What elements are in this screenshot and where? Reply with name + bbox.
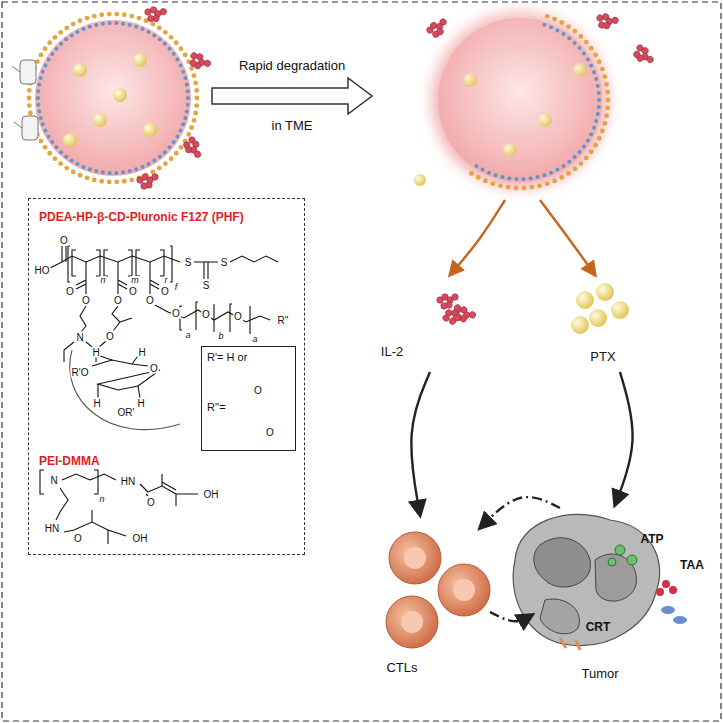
atom-label: O	[105, 331, 115, 342]
atom-label: O	[265, 427, 275, 438]
atom-label: n	[99, 276, 106, 286]
atom-label: HN	[44, 523, 60, 534]
flow-arrow	[450, 200, 505, 275]
il2-molecule	[425, 18, 450, 40]
atom-label: S	[184, 257, 193, 268]
atom-label: N	[49, 475, 58, 486]
atom-label: O	[73, 533, 83, 544]
figure-label: PTX	[590, 350, 615, 364]
atom-label: R'O	[71, 367, 90, 378]
tumor-tissue	[513, 514, 687, 650]
atom-label: O	[149, 363, 159, 374]
degradation-arrow	[212, 78, 372, 114]
il2-molecule	[137, 174, 158, 189]
il2-molecule	[182, 136, 201, 160]
ptx-drug	[611, 301, 629, 319]
flow-arrow	[490, 612, 532, 621]
atom-label: O	[81, 295, 91, 306]
figure-label: CRT	[586, 621, 611, 634]
substituent-text: R'= H or	[207, 351, 247, 364]
atom-label: O	[160, 286, 170, 297]
flow-arrow	[411, 372, 430, 515]
atom-label: m	[130, 276, 140, 286]
degraded-nanoparticle	[414, 12, 610, 190]
atom-label: OH	[203, 489, 220, 500]
atom-label: O	[113, 295, 123, 306]
flow-arrow	[540, 200, 595, 275]
atom-label: N	[75, 332, 84, 343]
atom-label: O	[146, 497, 156, 508]
atom-label: r	[164, 276, 169, 286]
atom-label: O	[253, 385, 263, 396]
figure-label: CTLs	[386, 661, 417, 675]
atom-label: O	[145, 295, 155, 306]
atom-label: O	[201, 309, 211, 320]
atom-label: O	[59, 235, 69, 246]
figure-label: ATP	[640, 533, 663, 546]
atom-label: O	[128, 286, 138, 297]
flow-arrow	[480, 497, 560, 528]
atom-label: OH	[132, 533, 149, 544]
atom-label: S	[202, 280, 211, 291]
ptx-drug	[571, 316, 589, 334]
atom-label: f	[174, 283, 179, 293]
figure-label: IL-2	[381, 345, 403, 359]
nanoparticle	[12, 12, 199, 185]
atom-label: H	[137, 347, 146, 358]
atom-label: H	[92, 398, 101, 409]
ptx-drug	[596, 283, 614, 301]
atom-label: n	[98, 495, 105, 505]
il2-molecule	[186, 49, 212, 75]
figure-label: Rapid degradation	[239, 59, 345, 73]
atom-label: a	[251, 335, 258, 345]
il2-molecule	[440, 304, 466, 328]
ptx-drug	[589, 309, 607, 327]
il2-molecule	[594, 11, 619, 33]
atom-label: OR'	[117, 407, 136, 418]
atom-label: O	[65, 286, 75, 297]
atom-label: HO	[34, 265, 51, 276]
polymer-name: PDEA-HP-β-CD-Pluronic F127 (PHF)	[39, 211, 244, 225]
atom-label: O	[233, 311, 243, 322]
flow-arrow	[615, 372, 633, 505]
ctl-cells	[386, 532, 490, 648]
atom-label: R''	[276, 315, 289, 326]
figure-label: in TME	[272, 119, 313, 133]
atom-label: b	[217, 332, 224, 342]
atom-label: H	[136, 398, 145, 409]
il2-molecule	[630, 42, 654, 68]
atom-label: a	[184, 331, 191, 341]
figure-label: TAA	[680, 559, 704, 572]
atom-label: S	[220, 257, 229, 268]
ptx-drug	[576, 291, 594, 309]
figure-label: Tumor	[581, 667, 618, 681]
il2-molecule	[143, 5, 167, 24]
substituent-text: R''=	[207, 401, 226, 414]
atom-label: H	[91, 347, 100, 358]
polymer-name: PEI-DMMA	[39, 455, 100, 469]
atom-label: O	[171, 308, 181, 319]
atom-label: HN	[120, 476, 136, 487]
substituent-box: R'= H or R''=	[201, 346, 296, 451]
